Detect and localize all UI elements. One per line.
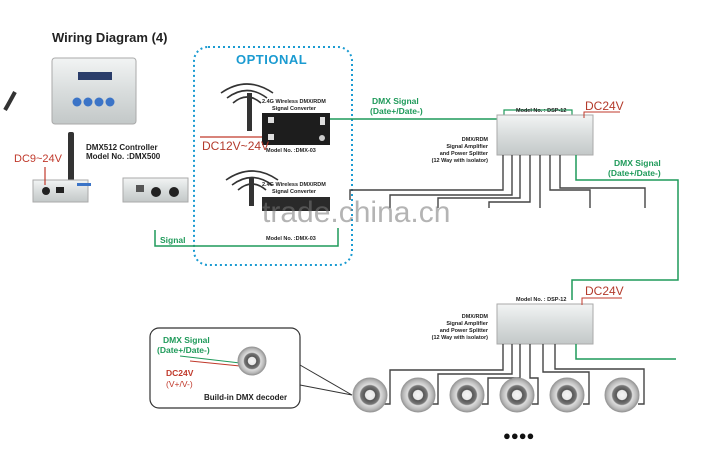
lamp <box>499 377 535 413</box>
controller-model: Model No. :DMX500 <box>86 152 161 161</box>
optional-label: OPTIONAL <box>236 52 307 67</box>
amplifier-1-wires <box>349 155 646 208</box>
amplifier-2-power: DC24V <box>585 284 624 298</box>
callout-signal-line2: (Date+/Date-) <box>157 345 210 355</box>
amplifier-1-model: Model No. : DSP-12 <box>516 108 566 114</box>
converter-bottom-line1: 2.4G Wireless DMX/RDM <box>262 182 326 188</box>
converter-power-label: DC12V~24V <box>202 139 269 153</box>
converter-bottom-line2: Signal Converter <box>272 189 317 195</box>
decoder-callout <box>149 327 301 409</box>
converter-top-line1: 2.4G Wireless DMX/RDM <box>262 99 326 105</box>
converter-top-model: Model No. :DMX-03 <box>266 148 316 154</box>
amplifier-2-desc-1: Signal Amplifier <box>446 321 489 327</box>
callout-power-line1: DC24V <box>166 368 194 378</box>
amplifier-2-device <box>496 303 594 345</box>
controller-device-top <box>3 57 137 125</box>
diagram-title: Wiring Diagram (4) <box>52 30 167 45</box>
callout-caption: Build-in DMX decoder <box>204 393 287 402</box>
callout-power-line2: (V+/V-) <box>166 379 193 389</box>
amplifier-2-desc-3: (12 Way with isolator) <box>432 335 489 341</box>
decoder-lamp <box>237 346 267 376</box>
amplifier-2-desc-2: and Power Splitter <box>440 328 489 334</box>
lamp <box>400 377 436 413</box>
amplifier-1-desc-2: and Power Splitter <box>440 151 489 157</box>
optional-box <box>193 46 353 266</box>
controller-power-label: DC9~24V <box>14 153 63 165</box>
dmx-signal-label-2b: (Date+/Date-) <box>608 168 661 178</box>
lamp-row <box>352 377 640 413</box>
controller-device-back <box>122 177 189 203</box>
lamp <box>352 377 388 413</box>
amplifier-1-desc-3: (12 Way with isolator) <box>432 158 489 164</box>
lamp <box>549 377 585 413</box>
lamp <box>604 377 640 413</box>
lamp <box>449 377 485 413</box>
amplifier-2-desc-0: DMX/RDM <box>462 314 489 320</box>
amplifier-1-desc-0: DMX/RDM <box>462 137 489 143</box>
antenna-icon <box>249 178 254 206</box>
controller-device-front <box>32 132 91 203</box>
amplifier-1-desc-1: Signal Amplifier <box>446 144 489 150</box>
amplifier-2-wires <box>384 344 645 405</box>
converter-bottom-model: Model No. :DMX-03 <box>266 236 316 242</box>
converter-bottom-device <box>262 197 330 211</box>
more-lamps-ellipsis: ●●●● <box>503 428 534 443</box>
amplifier-1-power: DC24V <box>585 99 624 113</box>
dmx-signal-label-2: DMX Signal <box>614 158 661 168</box>
amplifier-1-device <box>496 114 594 156</box>
controller-name: DMX512 Controller <box>86 143 158 152</box>
converter-top-line2: Signal Converter <box>272 106 317 112</box>
dmx-signal-label-1b: (Date+/Date-) <box>370 106 423 116</box>
amplifier-2-model: Model No. : DSP-12 <box>516 297 566 303</box>
signal-label: Signal <box>160 235 186 245</box>
antenna-icon <box>247 93 252 131</box>
callout-signal-line1: DMX Signal <box>163 335 210 345</box>
dmx-signal-label-1: DMX Signal <box>372 96 419 106</box>
watermark: trade.china.cn <box>262 196 450 229</box>
